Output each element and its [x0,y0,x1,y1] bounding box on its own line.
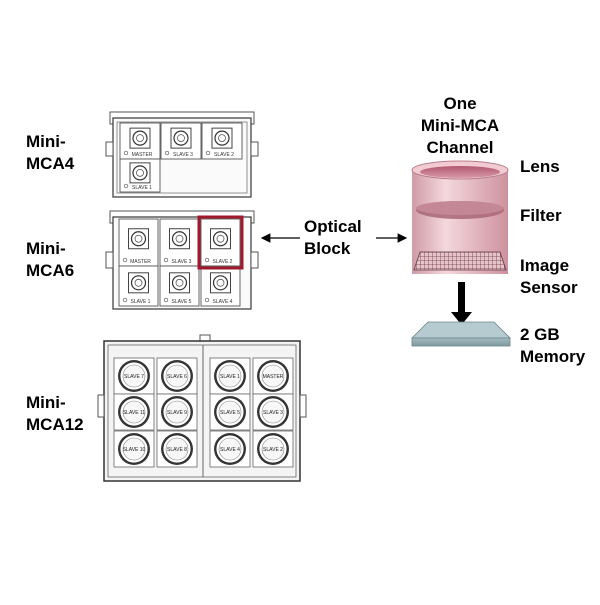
lens-cell: SLAVE 6 [156,357,198,395]
lens-cell: SLAVE 5 [159,265,200,307]
image-sensor-label: Image Sensor [520,256,578,297]
filter-label: Filter [520,206,562,225]
lens-cell: MASTER [118,218,159,267]
slot-label: SLAVE 5 [220,410,240,416]
lens-cell: SLAVE 4 [200,265,241,307]
lens-cell: MASTER [119,122,161,160]
lens-cell: SLAVE 10 [113,430,155,468]
slot-label: SLAVE 7 [124,374,144,380]
lens-cell: SLAVE 4 [209,430,251,468]
memory-block [411,321,511,347]
slot-label: SLAVE 3 [263,410,283,416]
slot-label: MASTER [130,259,151,265]
slot-label: SLAVE 5 [172,299,192,305]
slot-label: SLAVE 9 [167,410,187,416]
slot-label: SLAVE 4 [220,447,240,453]
mini-mca12-housing: SLAVE 7 SLAVE 6 SLAVE 1 MASTER SLAVE 11 SLAVE… [97,334,307,482]
lens-cell: SLAVE 3 [159,218,200,267]
channel-cylinder [411,160,509,274]
lens-cell: SLAVE 7 [113,357,155,395]
channel-title: One Mini-MCA Channel [420,94,500,157]
slot-label: SLAVE 2 [263,447,283,453]
lens-cell: SLAVE 2 [200,218,241,267]
slot-label: SLAVE 3 [172,259,192,265]
lens-cell: SLAVE 1 [118,265,159,307]
lens-cell: SLAVE 5 [209,393,251,431]
slot-label: MASTER [263,374,284,380]
slot-label: SLAVE 6 [167,374,187,380]
lens-label: Lens [520,157,560,176]
slot-label: SLAVE 1 [220,374,240,380]
optical-block-highlight [197,215,244,270]
lens-cell: SLAVE 1 [209,357,251,395]
mini-mca4-housing: MASTER SLAVE 3 SLAVE 2 SLAVE 1 [105,111,259,198]
slot-label: SLAVE 10 [123,447,146,453]
slot-label: SLAVE 11 [123,410,146,416]
lens-cell: SLAVE 3 [160,122,202,160]
slot-label: SLAVE 2 [214,152,234,158]
image-sensor-shape [413,251,507,271]
mini-mca6-label: Mini- MCA6 [26,239,75,280]
mini-mca6-housing: MASTER SLAVE 3 SLAVE 2 SLAVE 1 SLAVE 5 SLAVE … [105,210,259,310]
slot-label: SLAVE 1 [132,185,152,191]
lens-cell: SLAVE 1 [119,158,161,193]
slot-label: MASTER [132,152,153,158]
slot-label: SLAVE 1 [131,299,151,305]
slot-label: SLAVE 2 [213,259,233,265]
lens-cell: SLAVE 2 [201,122,243,160]
lens-cell: SLAVE 9 [156,393,198,431]
lens-shape [420,166,500,178]
lens-cell: SLAVE 3 [252,393,294,431]
optical-block-label: Optical Block [304,217,362,258]
slot-label: SLAVE 4 [213,299,233,305]
mini-mca12-label: Mini- MCA12 [26,393,84,434]
arrow-to-memory [451,282,472,325]
lens-cell: SLAVE 8 [156,430,198,468]
slot-label: SLAVE 8 [167,447,187,453]
lens-cell: MASTER [252,357,294,395]
mini-mca4-label: Mini- MCA4 [26,132,75,173]
lens-cell: SLAVE 11 [113,393,155,431]
slot-label: SLAVE 3 [173,152,193,158]
memory-label: 2 GB Memory [520,325,586,366]
lens-cell: SLAVE 2 [252,430,294,468]
